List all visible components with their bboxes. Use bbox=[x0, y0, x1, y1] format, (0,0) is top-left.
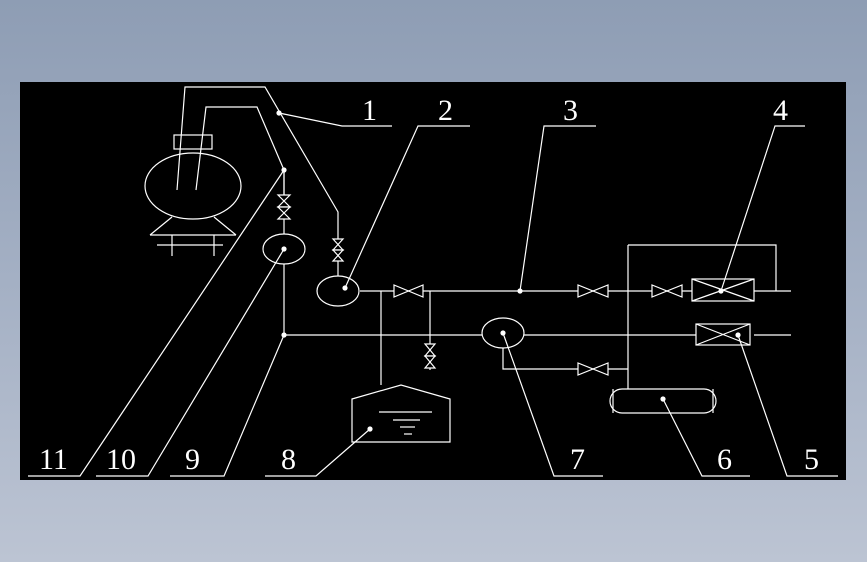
label-9: 9 bbox=[185, 443, 200, 476]
leader-dots bbox=[276, 110, 741, 432]
label-10: 10 bbox=[106, 443, 136, 476]
valve-2 bbox=[331, 238, 345, 262]
label-7: 7 bbox=[570, 443, 585, 476]
valve-6 bbox=[651, 284, 683, 298]
vessel bbox=[144, 134, 242, 256]
valve-7 bbox=[577, 362, 609, 376]
process-flow-diagram: 1 2 3 4 5 6 7 8 9 10 11 bbox=[28, 86, 838, 477]
label-6: 6 bbox=[717, 443, 732, 476]
label-1: 1 bbox=[362, 94, 377, 127]
label-5: 5 bbox=[804, 443, 819, 476]
valve-3 bbox=[393, 284, 424, 298]
valve-5 bbox=[577, 284, 609, 298]
heat-exchanger-5 bbox=[695, 323, 751, 346]
leader-lines bbox=[28, 112, 838, 477]
tank-8 bbox=[351, 384, 451, 443]
schematic-canvas: 1 2 3 4 5 6 7 8 9 10 11 bbox=[20, 82, 846, 480]
valve-4 bbox=[423, 343, 437, 369]
label-3: 3 bbox=[563, 94, 578, 127]
label-8: 8 bbox=[281, 443, 296, 476]
valve-1 bbox=[276, 194, 292, 220]
label-2: 2 bbox=[438, 94, 453, 127]
label-11: 11 bbox=[39, 443, 68, 476]
pump-2 bbox=[316, 275, 360, 307]
label-4: 4 bbox=[773, 94, 788, 127]
